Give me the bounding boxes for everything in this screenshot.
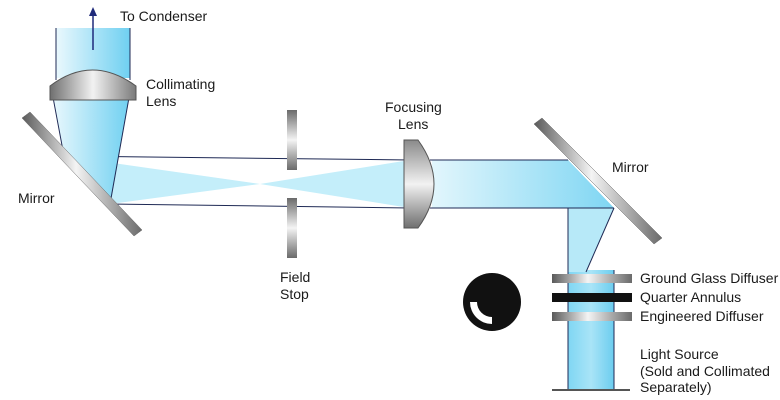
beam-horizontal-right <box>430 159 614 209</box>
label-collimating: Collimating <box>146 76 215 92</box>
quarter-annulus <box>552 293 632 302</box>
label-light-source-sold: (Sold and Collimated <box>640 363 770 379</box>
label-light-source-separately: Separately) <box>640 379 712 395</box>
collimating-lens <box>49 69 137 101</box>
engineered-diffuser <box>552 312 632 321</box>
label-light-source: Light Source <box>640 346 719 362</box>
field-stop <box>287 110 297 258</box>
right-mirror <box>533 117 663 245</box>
beam-to-collimating-lens <box>51 91 131 205</box>
focusing-lens <box>403 139 435 229</box>
label-stop: Stop <box>280 286 309 302</box>
label-lens-focusing: Lens <box>398 116 428 132</box>
label-field: Field <box>280 269 310 285</box>
ground-glass-diffuser <box>552 274 632 283</box>
label-quarter-annulus: Quarter Annulus <box>640 289 741 305</box>
left-mirror <box>21 111 143 237</box>
label-focusing: Focusing <box>385 99 442 115</box>
quarter-annulus-icon <box>463 273 521 331</box>
to-condenser-arrow-icon <box>89 7 97 50</box>
label-engineered-diffuser: Engineered Diffuser <box>640 308 764 324</box>
label-mirror-right: Mirror <box>612 159 649 175</box>
label-ground-glass-diffuser: Ground Glass Diffuser <box>640 270 779 286</box>
label-to-condenser: To Condenser <box>120 8 208 24</box>
light-source-beam <box>552 270 630 391</box>
label-lens-collimating: Lens <box>146 93 176 109</box>
label-mirror-left: Mirror <box>18 190 55 206</box>
